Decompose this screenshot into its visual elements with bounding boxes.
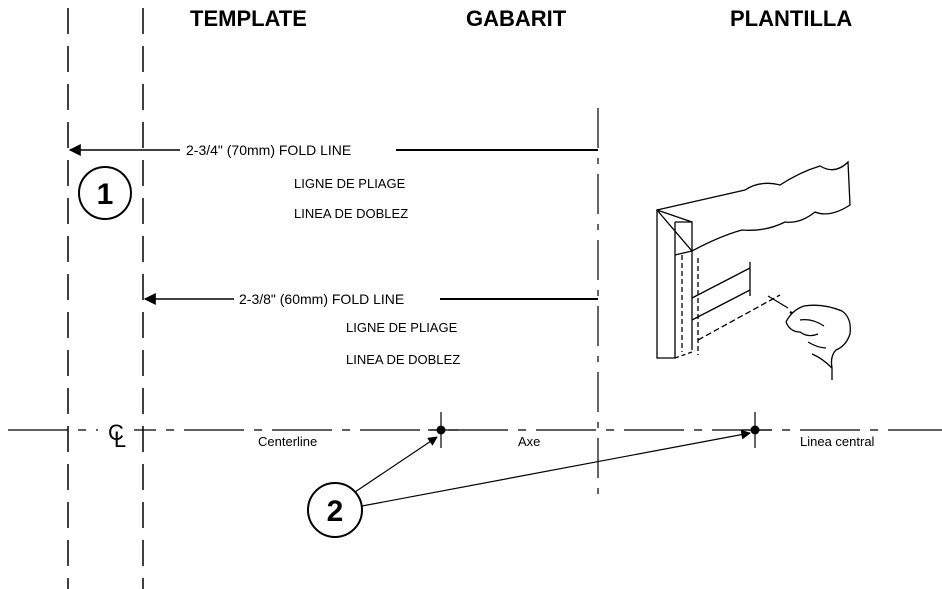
- door-frame-illustration: [655, 160, 851, 380]
- centerline-symbol-icon: C L: [108, 420, 126, 452]
- callout-1-circle: [78, 166, 132, 220]
- fold-line-2-spanish: LINEA DE DOBLEZ: [346, 352, 460, 367]
- callout-1-number: 1: [97, 178, 114, 211]
- mark-point-left: [428, 412, 458, 448]
- centerline-label-english: Centerline: [258, 434, 317, 449]
- callout-2-circle: [307, 482, 363, 538]
- title-english: TEMPLATE: [190, 6, 307, 31]
- mark-point-right: [742, 412, 772, 448]
- centerline-label-french: Axe: [518, 434, 540, 449]
- centerline-label-spanish: Linea central: [800, 434, 875, 449]
- title-spanish: PLANTILLA: [730, 6, 852, 31]
- fold-line-1-french: LIGNE DE PLIAGE: [294, 176, 406, 191]
- callout-2-leader-left: [351, 436, 438, 495]
- title-french: GABARIT: [466, 6, 567, 31]
- callout-2-leader-right: [361, 429, 751, 507]
- centerline-symbol-bg: [98, 414, 134, 446]
- callout-2-number: 2: [327, 495, 344, 528]
- svg-text:C: C: [108, 420, 124, 445]
- svg-text:L: L: [114, 427, 126, 452]
- fold-line-1-english: 2-3/4" (70mm) FOLD LINE: [186, 142, 351, 158]
- fold-line-2-english: 2-3/8" (60mm) FOLD LINE: [239, 291, 404, 307]
- fold-line-2-french: LIGNE DE PLIAGE: [346, 320, 458, 335]
- fold-line-1-spanish: LINEA DE DOBLEZ: [294, 206, 408, 221]
